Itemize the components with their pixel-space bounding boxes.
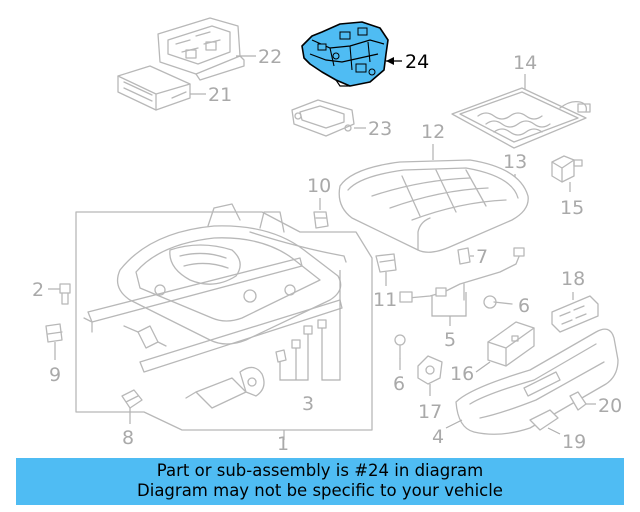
callout-12: 12 [421,121,445,143]
part-22-bracket [157,17,245,81]
part-12-seat-cushion [338,159,529,253]
part-1-frame-outline [75,211,373,431]
callout-2: 2 [32,279,44,301]
leader-4 [445,419,463,429]
banner-line-1: Part or sub-assembly is #24 in diagram [156,461,484,480]
part-10-clip [313,211,329,229]
part-19-knob [529,409,559,431]
callout-6-right: 6 [518,295,530,317]
part-6-screw-right [483,295,513,309]
part-8-trim [121,389,143,409]
part-15-connector [551,155,583,183]
leader-19 [547,427,561,435]
callout-23: 23 [368,118,392,140]
callout-7: 7 [476,246,488,268]
part-7-clip [457,247,471,265]
callout-6-lower: 6 [393,373,405,395]
callout-10: 10 [307,175,331,197]
callout-11: 11 [373,289,397,311]
callout-8: 8 [122,427,134,449]
callout-17: 17 [418,401,442,423]
callout-16: 16 [450,363,474,385]
part-14-heater-pad [451,87,591,149]
callout-21: 21 [208,84,232,106]
arrow-24 [386,57,394,65]
part-18-switch [551,295,599,333]
callout-9: 9 [49,364,61,386]
part-9-clip [45,323,63,343]
callout-19: 19 [562,431,586,453]
part-4-side-cover [455,328,619,435]
leader-3 [279,270,341,381]
leader-5 [431,292,467,326]
part-3-fasteners [275,319,327,363]
part-16-module [487,321,535,367]
callout-3: 3 [302,393,314,415]
callout-1: 1 [277,433,289,455]
leader-16 [475,361,491,373]
part-5-harness [399,247,525,303]
seat-frame [83,203,347,373]
part-24-module [301,21,389,87]
part-17-pump [417,355,443,385]
banner-line-2: Diagram may not be specific to your vehi… [137,481,503,500]
part-2-bolt [59,283,71,305]
callout-15: 15 [560,197,584,219]
callout-22: 22 [258,46,282,68]
callout-14: 14 [513,52,537,74]
info-banner: Part or sub-assembly is #24 in diagram D… [16,458,624,505]
part-21-module [117,65,191,111]
callout-24: 24 [405,51,429,73]
part-11-clip [375,253,397,273]
motor-large [185,366,265,409]
callout-20: 20 [598,395,622,417]
callout-18: 18 [561,268,585,290]
callout-5: 5 [444,329,456,351]
part-6-screw-lower [394,334,406,359]
part-23-bracket [291,99,355,137]
motor-small [123,325,167,349]
callout-13: 13 [503,151,527,173]
callout-4: 4 [432,426,444,448]
